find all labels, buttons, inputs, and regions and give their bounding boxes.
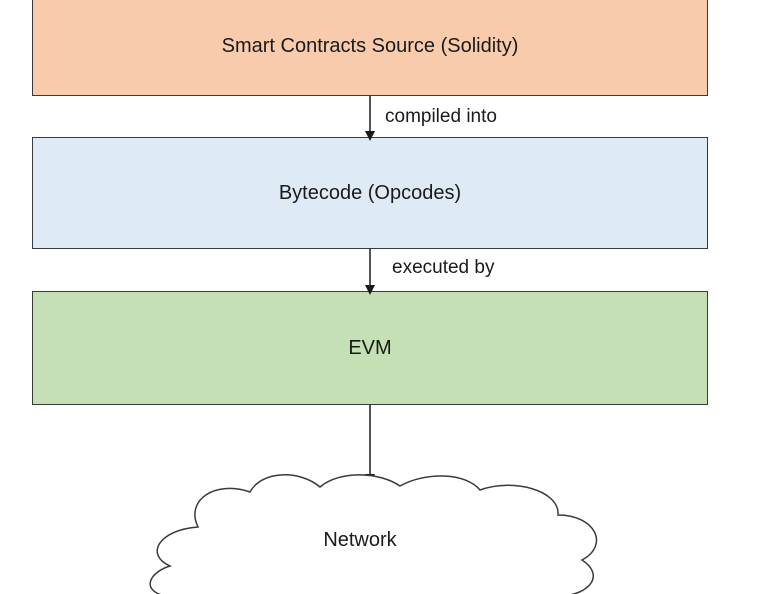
smart-contracts-source-box: Smart Contracts Source (Solidity) [32, 0, 708, 96]
bytecode-label: Bytecode (Opcodes) [278, 181, 462, 204]
evm-label: EVM [348, 336, 392, 359]
compiled-into-label: compiled into [385, 106, 497, 127]
executed-by-label: executed by [392, 257, 495, 278]
bytecode-box: Bytecode (Opcodes) [32, 137, 708, 249]
network-label: Network [323, 529, 397, 551]
smart-contracts-source-label: Smart Contracts Source (Solidity) [221, 34, 519, 57]
network-cloud-shape [149, 474, 598, 594]
